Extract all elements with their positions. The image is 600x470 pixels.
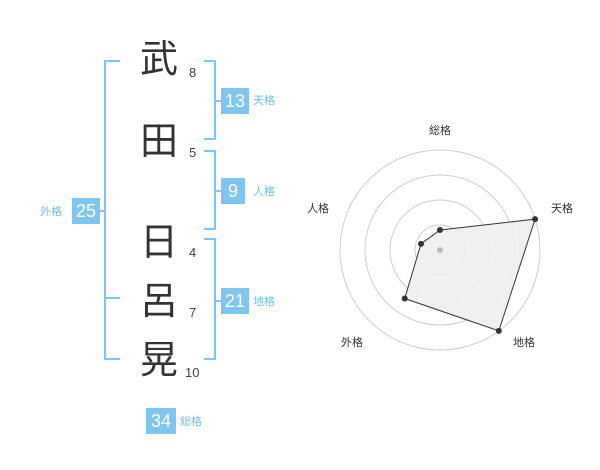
jinkaku-connector (215, 190, 221, 192)
radar-axis-label-tenkaku: 天格 (551, 201, 573, 215)
radar-point-4 (401, 295, 408, 302)
radar-point-3 (495, 327, 502, 334)
chikaku-value: 21 (221, 288, 249, 314)
gaikaku-inner-tick (104, 297, 120, 299)
radar-point-1 (437, 227, 443, 233)
gaikaku-connector (98, 210, 106, 212)
name-char-4: 呂 (139, 279, 178, 323)
tenkaku-value: 13 (221, 88, 249, 114)
soukaku-value: 34 (146, 408, 176, 434)
radar-axis-label-jinkaku: 人格 (307, 201, 329, 215)
radar-ring-4 (339, 149, 541, 351)
jinkaku-value: 9 (221, 178, 245, 204)
tenkaku-label: 天格 (253, 94, 275, 107)
gaikaku-bracket (104, 60, 120, 360)
tenkaku-connector (215, 100, 221, 102)
radar-point-2 (532, 216, 539, 223)
radar-point-5 (417, 240, 424, 247)
radar-axis-label-gaikaku: 外格 (341, 335, 363, 349)
stroke-count-1: 8 (189, 65, 197, 80)
chikaku-connector (215, 300, 221, 302)
jinkaku-label: 人格 (253, 185, 275, 198)
soukaku-label: 総格 (180, 415, 202, 428)
name-char-2: 田 (139, 119, 178, 163)
stroke-count-5: 10 (185, 365, 200, 380)
radar-center-dot (437, 247, 443, 253)
radar-axis-label-soukaku: 総格 (429, 123, 451, 137)
stroke-count-3: 4 (189, 245, 197, 260)
chikaku-bracket (204, 238, 216, 360)
fortune-radar-chart: 総格 天格 地格 外格 人格 (307, 123, 573, 351)
chikaku-label: 地格 (253, 295, 275, 308)
stroke-count-4: 7 (189, 305, 197, 320)
gaikaku-label: 外格 (40, 205, 62, 218)
name-char-5: 晃 (139, 338, 178, 382)
name-char-1: 武 (139, 37, 178, 81)
radar-axis-label-chikaku: 地格 (513, 335, 535, 349)
stroke-count-2: 5 (189, 145, 197, 160)
gaikaku-value: 25 (72, 198, 100, 224)
radar-value-polygon (404, 218, 536, 332)
name-char-3: 日 (139, 220, 178, 264)
